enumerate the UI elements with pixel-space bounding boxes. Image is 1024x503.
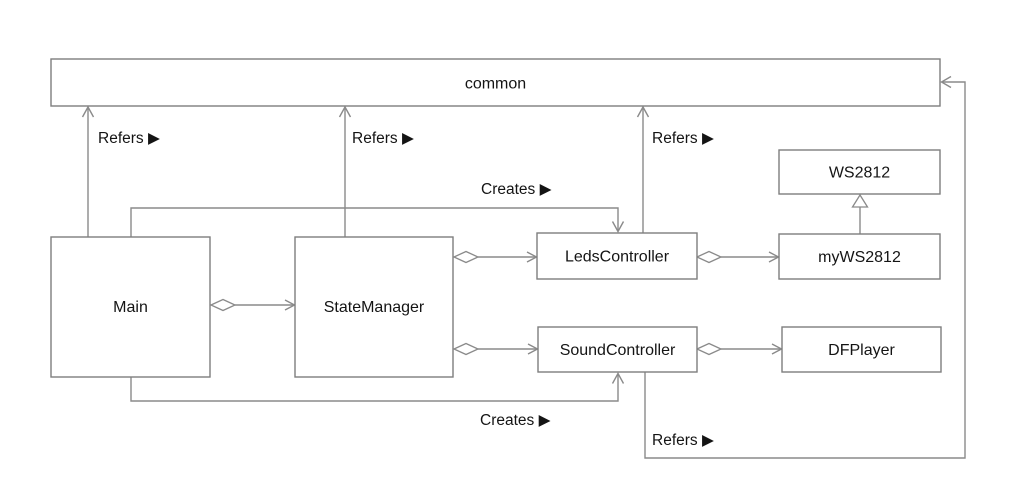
edge-label-creates: Creates ▶ xyxy=(481,181,552,198)
node-ledscontroller-box xyxy=(536,232,698,280)
node-myws2812-box xyxy=(778,233,941,280)
node-ws2812: WS2812 xyxy=(778,149,941,195)
node-statemanager: StateManager xyxy=(294,236,454,378)
edge-ledscontroller-aggregates-myws2812 xyxy=(695,250,781,264)
inheritance-triangle-icon xyxy=(851,193,869,208)
open-arrowhead-up-icon xyxy=(338,105,352,118)
node-ws2812-label: WS2812 xyxy=(829,165,890,182)
edge-main-refers-common: Refers ▶ xyxy=(81,105,160,237)
node-common-box xyxy=(50,58,941,107)
edge-line xyxy=(644,81,966,459)
edge-main-aggregates-statemanager xyxy=(209,298,297,312)
edge-label-creates: Creates ▶ xyxy=(480,412,551,429)
node-dfplayer-box xyxy=(781,326,942,373)
open-arrowhead-up-icon xyxy=(636,105,650,118)
edge-soundcontroller-refers-common: Refers ▶ xyxy=(644,75,966,459)
edge-line xyxy=(130,207,619,237)
edge-label-refers: Refers ▶ xyxy=(652,130,714,147)
edge-line xyxy=(130,374,619,402)
aggregation-diamond-icon xyxy=(695,342,723,356)
node-main-box xyxy=(50,236,211,378)
node-soundcontroller: SoundController xyxy=(537,326,698,373)
node-myws2812-label: myWS2812 xyxy=(818,249,901,266)
node-ledscontroller: LedsController xyxy=(536,232,698,280)
open-arrowhead-up-icon xyxy=(611,372,625,384)
edge-label-refers: Refers ▶ xyxy=(352,130,414,147)
node-dfplayer: DFPlayer xyxy=(781,326,942,373)
edge-ledscontroller-refers-common: Refers ▶ xyxy=(636,105,714,233)
node-main-label: Main xyxy=(113,299,148,316)
node-main: Main xyxy=(50,236,211,378)
edge-myws2812-inherits-ws2812 xyxy=(851,193,869,234)
edge-label-refers: Refers ▶ xyxy=(652,432,714,449)
node-myws2812: myWS2812 xyxy=(778,233,941,280)
aggregation-diamond-icon xyxy=(452,342,480,356)
node-dfplayer-label: DFPlayer xyxy=(828,342,895,359)
node-statemanager-box xyxy=(294,236,454,378)
node-soundcontroller-label: SoundController xyxy=(560,342,676,359)
edge-statemanager-aggregates-ledscontroller xyxy=(452,250,539,264)
edge-label-refers: Refers ▶ xyxy=(98,130,160,147)
node-soundcontroller-box xyxy=(537,326,698,373)
node-common: common xyxy=(50,58,941,107)
edge-statemanager-aggregates-soundcontroller xyxy=(452,342,540,356)
aggregation-diamond-icon xyxy=(452,250,480,264)
edge-soundcontroller-aggregates-dfplayer xyxy=(695,342,784,356)
node-statemanager-label: StateManager xyxy=(324,299,425,316)
node-ledscontroller-label: LedsController xyxy=(565,249,670,266)
aggregation-diamond-icon xyxy=(695,250,723,264)
node-common-label: common xyxy=(465,76,526,93)
edge-main-creates-ledscontroller: Creates ▶ xyxy=(130,181,625,237)
node-ws2812-box xyxy=(778,149,941,195)
open-arrowhead-up-icon xyxy=(81,105,95,118)
open-arrowhead-down-icon xyxy=(611,221,625,233)
edge-statemanager-refers-common: Refers ▶ xyxy=(338,105,414,237)
open-arrowhead-left-icon xyxy=(940,75,952,89)
edge-main-creates-soundcontroller: Creates ▶ xyxy=(130,372,625,429)
aggregation-diamond-icon xyxy=(209,298,237,312)
